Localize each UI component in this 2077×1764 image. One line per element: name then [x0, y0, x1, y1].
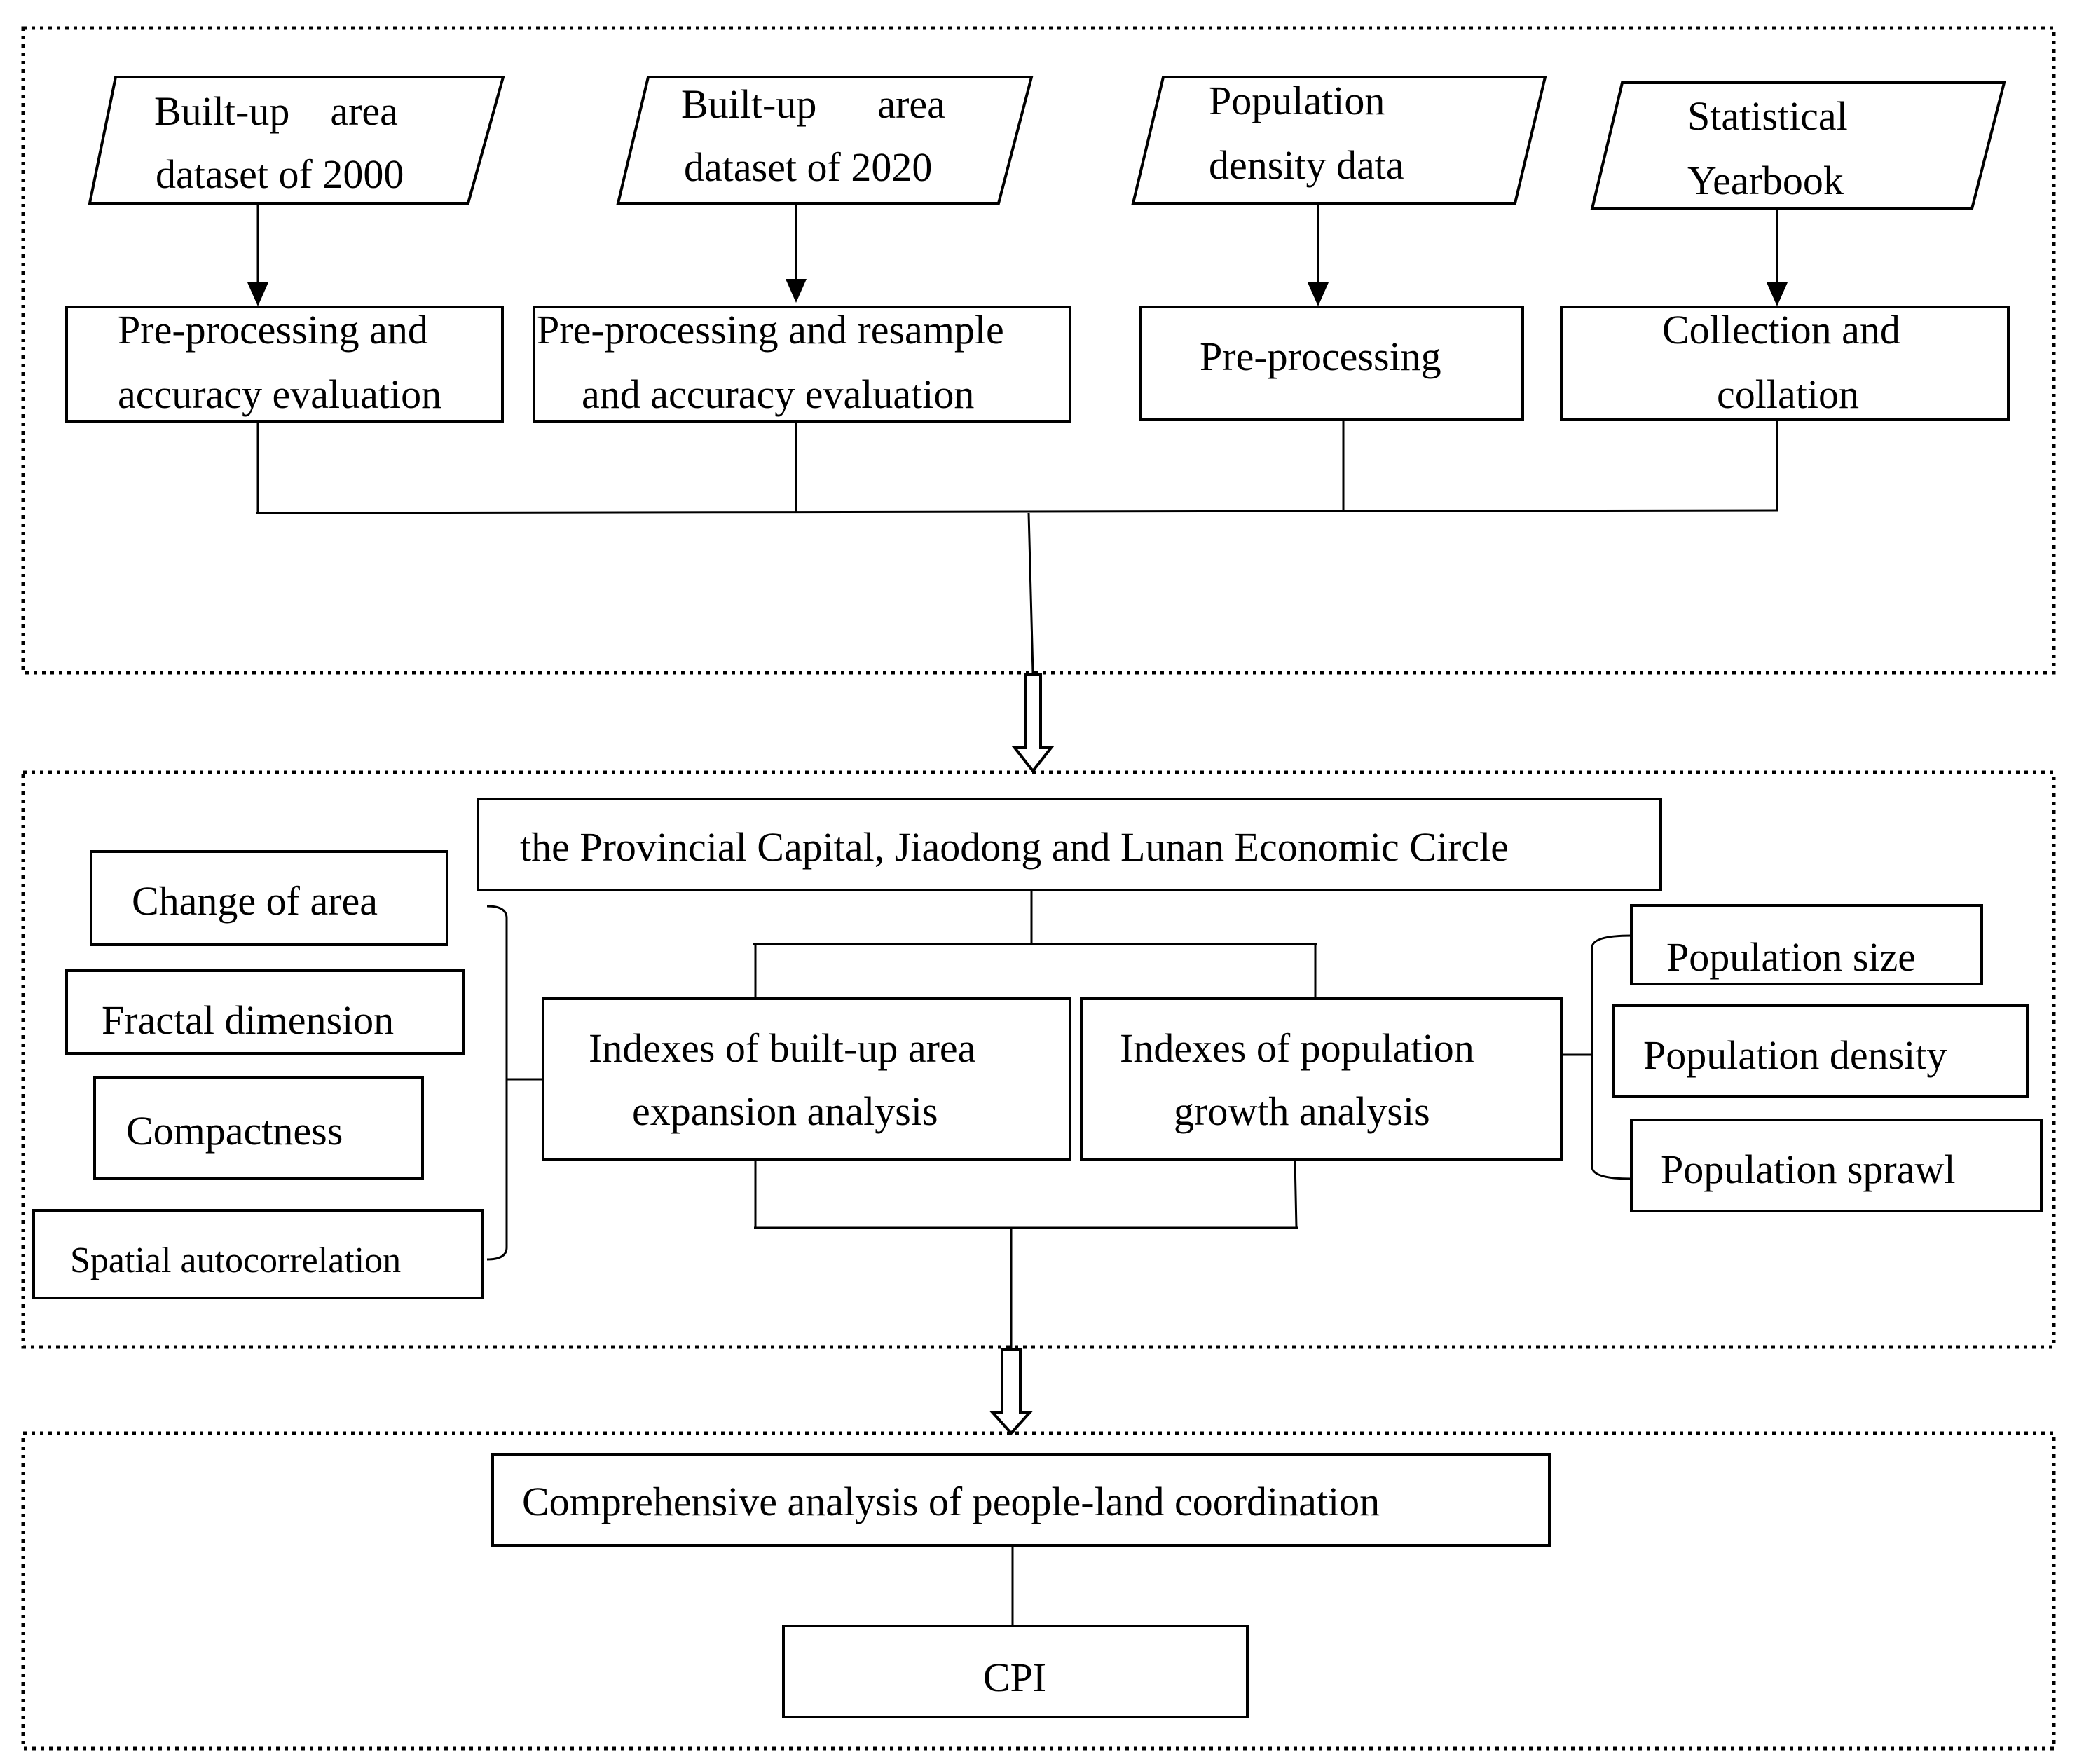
input-builtup-2020-text: Built-up area dataset of 2020 [681, 81, 955, 190]
connector-processing-merge [256, 419, 1779, 674]
builtup-indexes-text: Indexes of built-up area expansion analy… [589, 1025, 986, 1134]
item-population-density [1612, 1004, 2029, 1098]
bracket-population-items [1591, 934, 1632, 1180]
input-builtup-2020-line-2: dataset of 2020 [684, 144, 932, 190]
item-change-of-area [90, 850, 448, 946]
process-collection-collation-line-2: collation [1717, 371, 1859, 417]
arrows-input-to-processing [247, 203, 1788, 306]
connector-region-to-indexes [753, 890, 1317, 999]
cpi-box [782, 1625, 1249, 1718]
input-builtup-2000-line-2: dataset of 2000 [156, 151, 404, 197]
input-statistical-yearbook [1590, 81, 2006, 210]
item-change-of-area-text: Change of area [132, 878, 378, 924]
input-population-density [1131, 76, 1547, 205]
process-preprocessing-accuracy [65, 306, 504, 423]
item-spatial-autocorrelation [32, 1209, 484, 1299]
comprehensive-analysis-box [491, 1453, 1551, 1547]
item-population-density-text: Population density [1643, 1032, 1947, 1078]
input-builtup-2000-line-1: Built-up area [154, 88, 398, 134]
process-preprocessing-resample-accuracy-line-2: and accuracy evaluation [582, 371, 974, 417]
process-preprocessing-resample-accuracy-text: Pre-processing and resample and accuracy… [537, 307, 1014, 417]
process-collection-collation [1560, 306, 2010, 421]
item-population-sprawl [1630, 1119, 2043, 1212]
section-coordination-analysis [21, 1431, 2056, 1751]
process-collection-collation-line-1: Collection and [1662, 307, 1900, 353]
item-fractal-dimension-text: Fractal dimension [102, 997, 394, 1043]
input-builtup-2020 [616, 76, 1034, 205]
process-preprocessing-accuracy-line-2: accuracy evaluation [118, 371, 441, 417]
cpi-text: CPI [983, 1655, 1046, 1700]
population-indexes-line-1: Indexes of population [1120, 1025, 1474, 1071]
input-statistical-yearbook-line-1: Statistical [1687, 93, 1848, 139]
item-compactness [93, 1076, 424, 1180]
population-indexes-text: Indexes of population growth analysis [1120, 1025, 1484, 1134]
process-preprocessing [1139, 306, 1524, 421]
input-population-density-text: Population density data [1209, 78, 1404, 188]
input-population-density-line-1: Population [1209, 78, 1385, 123]
comprehensive-analysis-text: Comprehensive analysis of people-land co… [522, 1479, 1380, 1524]
process-preprocessing-text: Pre-processing [1200, 334, 1441, 379]
section-data-preparation [21, 26, 2056, 675]
item-spatial-autocorrelation-text: Spatial autocorrelation [70, 1240, 401, 1280]
item-population-size [1630, 904, 1983, 985]
item-population-sprawl-text: Population sprawl [1661, 1147, 1955, 1192]
population-indexes-line-2: growth analysis [1174, 1088, 1430, 1134]
input-statistical-yearbook-line-2: Yearbook [1687, 158, 1844, 203]
builtup-indexes-line-2: expansion analysis [632, 1088, 938, 1134]
connector-indexes-merge [754, 1159, 1298, 1347]
process-collection-collation-text: Collection and collation [1662, 307, 1910, 417]
hollow-arrow-2 [989, 1347, 1034, 1435]
input-statistical-yearbook-text: Statistical Yearbook [1687, 93, 1858, 203]
builtup-indexes-line-1: Indexes of built-up area [589, 1025, 975, 1071]
item-compactness-text: Compactness [126, 1108, 343, 1154]
input-population-density-line-2: density data [1209, 142, 1404, 188]
input-builtup-2000-text: Built-up area dataset of 2000 [154, 88, 408, 197]
process-preprocessing-accuracy-text: Pre-processing and accuracy evaluation [118, 307, 441, 417]
builtup-indexes-box [542, 997, 1071, 1161]
item-population-size-text: Population size [1666, 934, 1916, 980]
input-builtup-2020-line-1: Built-up area [681, 81, 945, 127]
process-preprocessing-accuracy-line-1: Pre-processing and [118, 307, 428, 353]
population-indexes-box [1080, 997, 1563, 1161]
item-fractal-dimension [65, 969, 465, 1055]
process-preprocessing-resample-accuracy [533, 306, 1071, 423]
region-box [477, 798, 1662, 891]
hollow-arrow-1 [1011, 673, 1055, 774]
region-text: the Provincial Capital, Jiaodong and Lun… [520, 824, 1509, 870]
bracket-builtup-items [486, 905, 508, 1261]
process-preprocessing-resample-accuracy-line-1: Pre-processing and resample [537, 307, 1004, 353]
input-builtup-2000 [88, 76, 505, 205]
